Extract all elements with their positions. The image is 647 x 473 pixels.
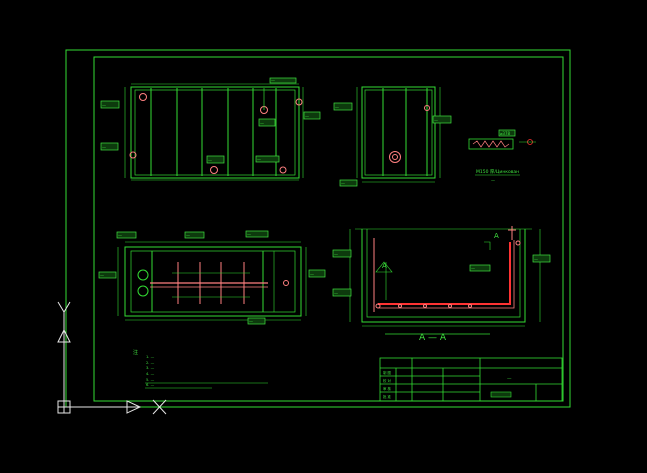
note-line-4: 4. — — [146, 372, 155, 376]
view-bottom-right[interactable] — [349, 226, 541, 335]
detail-view[interactable] — [468, 138, 536, 176]
tr-tag-3: — — [341, 181, 345, 186]
view-top-right[interactable] — [356, 86, 441, 183]
bl-tag-2: — — [186, 233, 190, 238]
note-line-3: 3. — — [146, 366, 155, 370]
tl-tag-4: — — [257, 157, 261, 162]
view-bottom-left-tags: — — — — — — — [98, 230, 326, 325]
tr-tag-2: — — [434, 118, 438, 123]
bl-tag-5: — — [310, 272, 314, 277]
br-tag-3: — — [471, 266, 475, 271]
view-bottom-left[interactable] — [117, 241, 307, 321]
tl-tag-6: — — [305, 114, 309, 119]
tb-row-4: 批 准 — [383, 394, 391, 399]
drawing-frame — [65, 49, 571, 408]
tr-tag-1: — — [335, 105, 339, 110]
bl-tag-1: — — [118, 233, 122, 238]
tb-row-2: 校 对 — [383, 378, 391, 383]
drawing-title: — — [507, 377, 512, 382]
inner-border — [93, 56, 564, 402]
note-line-5: 5. — — [146, 378, 155, 382]
bl-tag-4: — — [100, 273, 104, 278]
detail-labels: ⌀378 M150 厚/Цинкован — — [476, 129, 519, 183]
tl-tag-5: — — [260, 121, 264, 126]
note-line-1: 1. — — [146, 355, 155, 359]
tl-tag-3: — — [208, 158, 212, 163]
note-line-6: 6. — — [146, 383, 155, 387]
br-tag-2: — — [334, 291, 338, 296]
view-top-left-tags: — — — — — — — — [100, 77, 321, 164]
tl-tag-2: — — [102, 145, 106, 150]
ucs-icon — [57, 301, 167, 415]
notes-marker: 注 — [133, 349, 138, 356]
bl-tag-6: — — [249, 319, 253, 324]
bl-tag-3: — — [247, 232, 251, 237]
section-label: A — A — [419, 333, 447, 343]
detail-subcaption: — — [491, 178, 495, 183]
outer-border — [65, 49, 571, 408]
view-bottom-right-tags: — — — — A — A A A — [332, 232, 551, 343]
br-tag-1: — — [334, 252, 338, 257]
br-tag-4: — — [534, 257, 538, 262]
tb-row-3: 审 核 — [383, 386, 391, 391]
detail-caption: M150 厚/Цинкован — [476, 169, 519, 175]
detail-tag: ⌀378 — [500, 131, 510, 136]
cut-mark-right: A — [494, 232, 499, 240]
cut-mark-left: A — [382, 262, 387, 270]
view-top-left[interactable] — [124, 83, 304, 181]
tl-tag-7: — — [271, 78, 275, 83]
view-top-right-tags: — — — — [333, 102, 452, 187]
note-line-2: 2. — — [146, 361, 155, 365]
tl-tag-1: — — [102, 103, 106, 108]
notes-block: 注 1. — 2. — 3. — 4. — 5. — 6. — — [133, 349, 268, 389]
tb-row-1: 制 图 — [383, 370, 391, 375]
title-block[interactable] — [379, 357, 563, 402]
title-block-text: — 制 图 校 对 审 核 批 准 — [383, 370, 512, 399]
